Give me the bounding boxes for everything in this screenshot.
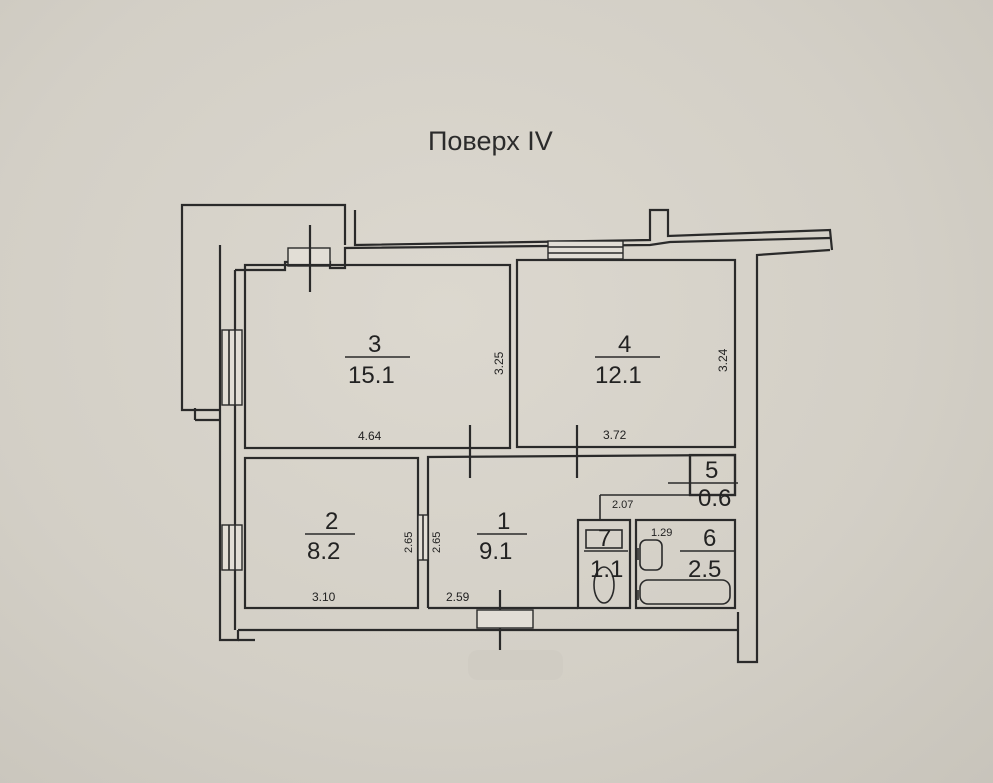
dim-room4-height: 3.24 [716,348,730,372]
room-3-outline [243,263,512,450]
svg-text:6: 6 [703,525,716,552]
window-room-4 [547,240,624,260]
svg-text:2: 2 [325,508,338,535]
dim-room2-height: 2.65 [403,532,415,553]
room-label-4: 4 12.1 [595,331,660,389]
room-label-1: 1 9.1 [477,508,527,565]
room-6-outline [634,518,737,610]
dim-room4-width: 3.72 [603,428,627,442]
svg-text:7: 7 [598,525,611,552]
dim-room1-width: 2.59 [446,590,470,604]
room-5-outline [688,453,737,497]
dim-room3-width: 4.64 [358,429,382,443]
room-4-outline [515,258,737,449]
room-label-6: 6 2.5 [680,525,735,583]
room-label-5: 5 0.6 [668,457,738,512]
dim-room2-width: 3.10 [312,590,336,604]
floor-title: Поверх IV [428,126,553,156]
room-7-outline [576,518,632,610]
toilet-tank [585,529,623,549]
svg-text:15.1: 15.1 [348,362,395,389]
svg-text:8.2: 8.2 [307,538,340,565]
dim-room1-height: 2.65 [431,532,443,553]
bathtub [639,579,731,605]
window-room-2 [221,524,243,571]
svg-text:3: 3 [368,331,381,358]
room-label-7: 7 1.1 [584,525,628,583]
toilet-bowl [593,566,615,604]
sink [639,539,663,571]
svg-text:1: 1 [497,508,510,535]
room-label-3: 3 15.1 [345,331,410,389]
door-marks [308,225,639,650]
dim-room3-height: 3.25 [492,351,506,375]
svg-text:1.1: 1.1 [590,556,623,583]
dim-hall-bath-width: 2.07 [612,499,633,511]
room-label-2: 2 8.2 [305,508,355,565]
dim-bath-width: 1.29 [651,527,672,539]
svg-text:4: 4 [618,331,631,358]
svg-text:0.6: 0.6 [698,485,731,512]
smudge [468,650,563,680]
svg-text:5: 5 [705,457,718,484]
svg-text:9.1: 9.1 [479,538,512,565]
window-room-3 [221,329,243,406]
svg-text:2.5: 2.5 [688,556,721,583]
svg-text:12.1: 12.1 [595,362,642,389]
